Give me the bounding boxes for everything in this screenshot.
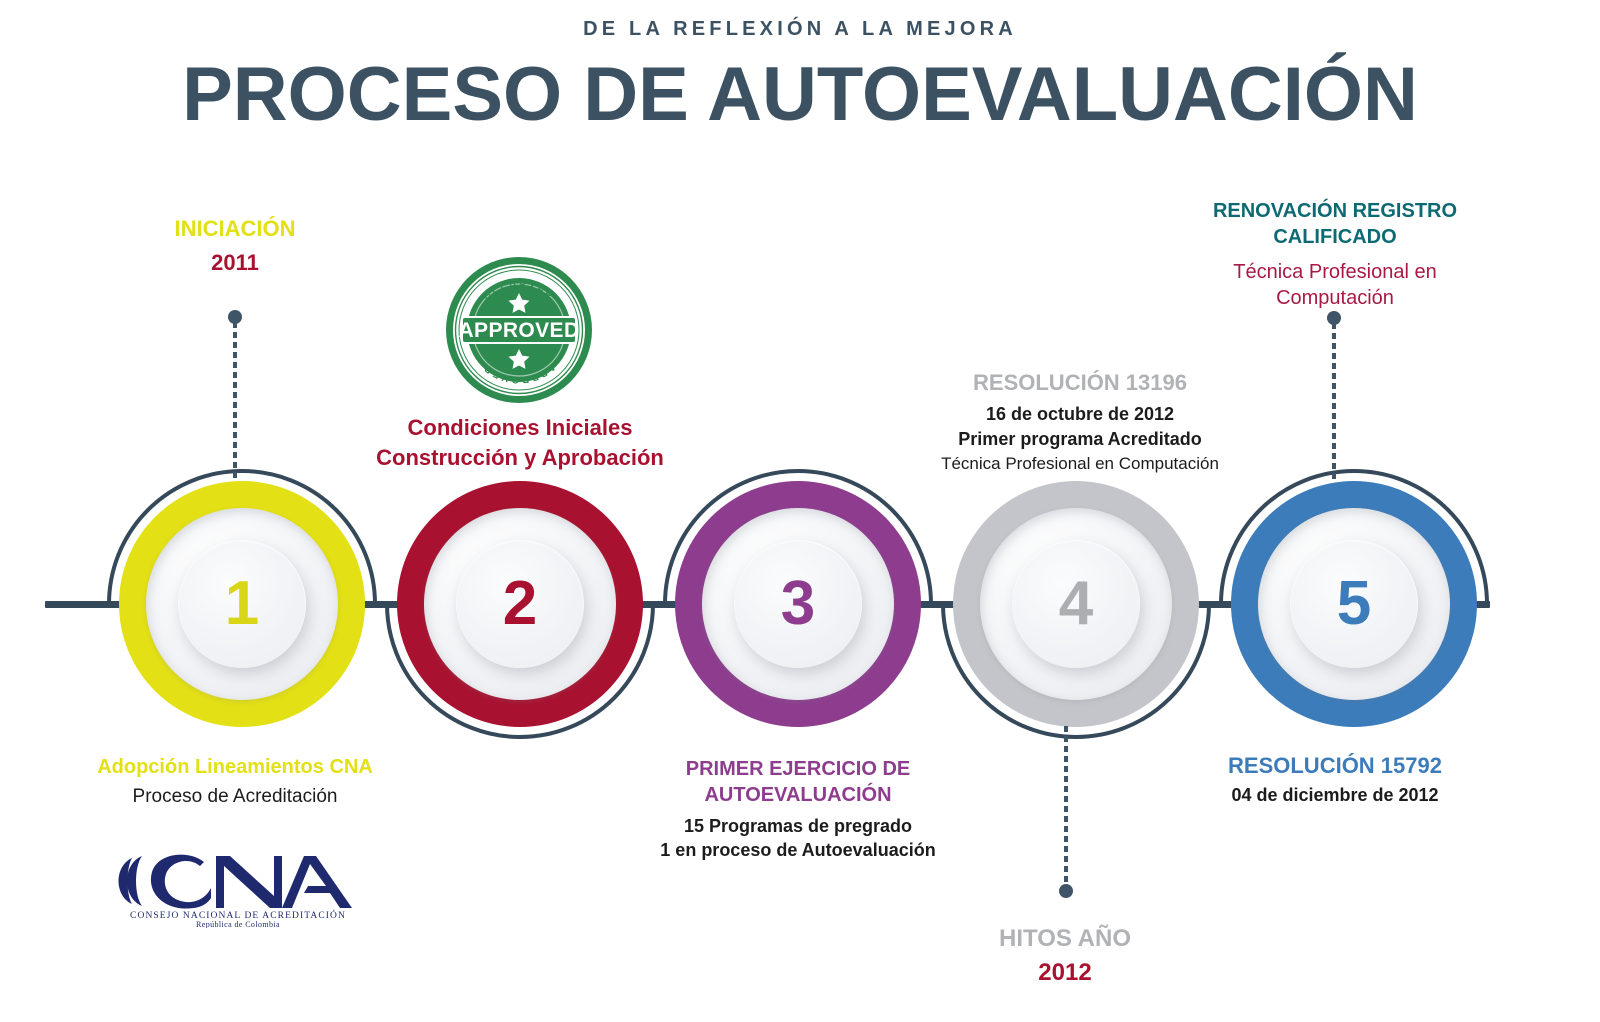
node-3-bottom-label: PRIMER EJERCICIO DE AUTOEVALUACIÓN 15 Pr… xyxy=(648,756,948,863)
connector-line-4 xyxy=(1064,726,1068,886)
node-disc-4: 4 xyxy=(1012,540,1140,668)
timeline-node-4[interactable]: 4 xyxy=(941,481,1211,739)
node-disc-3: 3 xyxy=(734,540,862,668)
node-2-caption: Condiciones Iniciales Construcción y Apr… xyxy=(360,413,680,472)
connector-dot-4 xyxy=(1059,884,1073,898)
timeline-node-2[interactable]: 2 xyxy=(385,481,655,739)
node-5-title-line1: RENOVACIÓN REGISTRO xyxy=(1212,200,1458,222)
node-3-title-line2: AUTOEVALUACIÓN xyxy=(704,784,892,806)
node-disc-2: 2 xyxy=(456,540,584,668)
node-1-top-title: INICIACIÓN xyxy=(174,216,296,241)
connector-line-1 xyxy=(233,322,237,482)
node-3-title-line1: PRIMER EJERCICIO DE xyxy=(685,758,911,780)
node-3-detail-line2: 1 en proceso de Autoevaluación xyxy=(660,840,936,861)
timeline-node-5[interactable]: 5 xyxy=(1219,469,1489,727)
timeline-node-1[interactable]: 1 xyxy=(107,469,377,727)
node-4-detail-line2: Primer programa Acreditado xyxy=(958,428,1202,449)
connector-dot-5 xyxy=(1327,311,1341,325)
node-5-bottom-detail: 04 de diciembre de 2012 xyxy=(1231,785,1439,805)
node-1-bottom-label: Adopción Lineamientos CNA Proceso de Acr… xyxy=(85,755,385,808)
node-disc-1: 1 xyxy=(178,540,306,668)
node-5-top-label: RENOVACIÓN REGISTRO CALIFICADO Técnica P… xyxy=(1175,198,1495,311)
cna-logo: CONSEJO NACIONAL DE ACREDITACIÓN Repúbli… xyxy=(108,848,368,928)
cna-logo-mark: CONSEJO NACIONAL DE ACREDITACIÓN Repúbli… xyxy=(118,854,352,928)
node-5-subtitle-line2: Computación xyxy=(1276,286,1394,309)
approved-badge-icon: APPROVED APPROVED APPROVED xyxy=(446,257,592,403)
approved-badge-label: APPROVED xyxy=(458,319,579,342)
node-4-bottom-title: HITOS AÑO xyxy=(998,925,1131,952)
node-number-4: 4 xyxy=(1058,569,1094,638)
node-3-detail-line1: 15 Programas de pregrado xyxy=(683,816,913,836)
node-4-detail-line1: 16 de octubre de 2012 xyxy=(985,404,1175,424)
node-number-1: 1 xyxy=(224,569,260,638)
node-4-top-label: RESOLUCIÓN 13196 16 de octubre de 2012 P… xyxy=(900,370,1260,475)
node-5-title-line2: CALIFICADO xyxy=(1273,226,1397,249)
node-5-bottom-title: RESOLUCIÓN 15792 xyxy=(1228,753,1442,778)
approved-badge: APPROVED APPROVED APPROVED xyxy=(444,255,594,405)
page-title: PROCESO DE AUTOEVALUACIÓN xyxy=(182,52,1418,137)
node-disc-5: 5 xyxy=(1290,540,1418,668)
node-number-3: 3 xyxy=(780,569,816,638)
node-5-subtitle-line1: Técnica Profesional en xyxy=(1233,260,1437,283)
node-2-caption-line2: Construcción y Aprobación xyxy=(376,444,664,470)
node-number-2: 2 xyxy=(502,569,538,638)
connector-dot-1 xyxy=(228,310,242,324)
node-5-bottom-label: RESOLUCIÓN 15792 04 de diciembre de 2012 xyxy=(1175,753,1495,806)
cna-logo-line2: República de Colombia xyxy=(196,920,280,928)
timeline-node-3[interactable]: 3 xyxy=(663,469,933,727)
node-4-bottom-value: 2012 xyxy=(1038,959,1092,986)
node-number-5: 5 xyxy=(1336,569,1372,638)
node-1-bottom-subtitle: Proceso de Acreditación xyxy=(132,785,338,807)
connector-line-5 xyxy=(1332,323,1336,483)
node-2-caption-line1: Condiciones Iniciales xyxy=(407,415,633,440)
node-1-top-label: INICIACIÓN 2011 xyxy=(85,216,385,276)
node-4-bottom-label: HITOS AÑO 2012 xyxy=(930,925,1200,987)
cna-logo-line1: CONSEJO NACIONAL DE ACREDITACIÓN xyxy=(130,909,346,921)
node-1-bottom-title: Adopción Lineamientos CNA xyxy=(97,756,373,778)
node-4-top-title: RESOLUCIÓN 13196 xyxy=(973,370,1187,395)
node-4-detail-line3: Técnica Profesional en Computación xyxy=(941,453,1219,473)
eyebrow-text: DE LA REFLEXIÓN A LA MEJORA xyxy=(583,18,1017,40)
node-1-top-value: 2011 xyxy=(211,250,259,275)
